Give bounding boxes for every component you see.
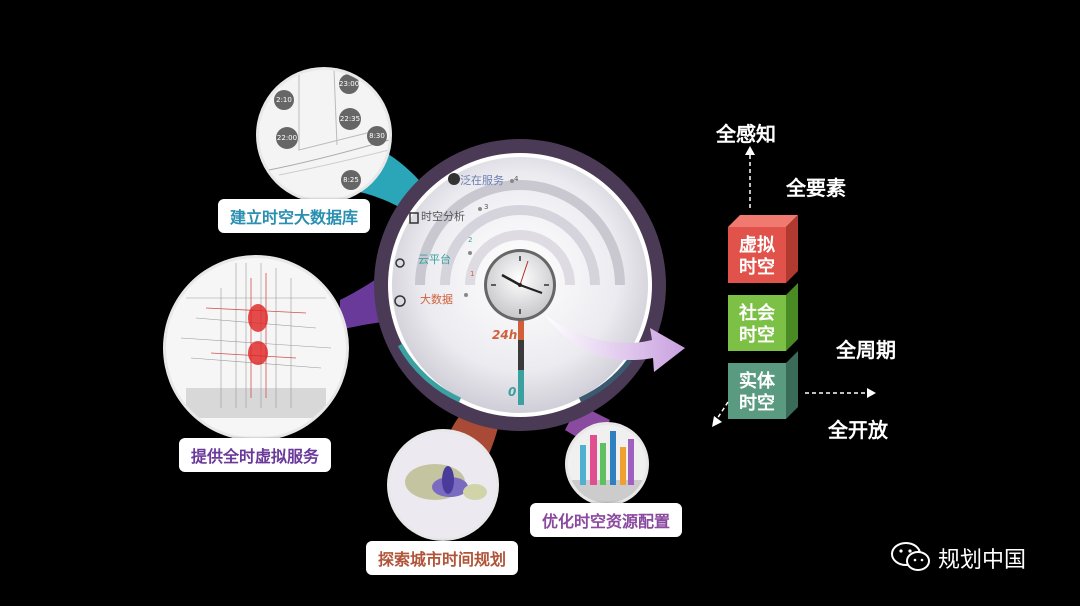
- label-build-database: 建立时空大数据库: [218, 199, 371, 233]
- cube-virtual-line1: 虚拟: [739, 235, 775, 256]
- label-city-time-planning: 探索城市时间规划: [366, 541, 519, 575]
- cube-physical-line1: 实体: [739, 371, 775, 392]
- label-full-perception: 全感知: [716, 122, 776, 146]
- circle-virtual-service-image: [166, 258, 346, 438]
- cube-social-line2: 时空: [739, 325, 775, 346]
- cube-virtual-line2: 时空: [739, 257, 775, 278]
- cube-social-line1: 社会: [739, 303, 775, 324]
- cube-virtual-spacetime: 虚拟 时空: [728, 235, 786, 279]
- map-pin: 23:00: [339, 74, 359, 94]
- cube-physical-line2: 时空: [739, 393, 775, 414]
- label-full-elements: 全要素: [786, 176, 846, 200]
- circle-city-time-image: [390, 432, 496, 538]
- wechat-icon: [891, 542, 930, 571]
- axis-arrows: [712, 146, 876, 427]
- central-hub: [374, 139, 666, 431]
- spacetime-cube-stack: [728, 215, 798, 419]
- label-virtual-service: 提供全时虚拟服务: [179, 438, 332, 472]
- map-pin: 22:35: [339, 108, 361, 130]
- arrow-to-cube: [545, 315, 685, 372]
- map-pin: 8:30: [367, 126, 387, 146]
- watermark-text: 规划中国: [938, 548, 1027, 573]
- label-full-openness: 全开放: [828, 418, 888, 442]
- cube-physical-spacetime: 实体 时空: [728, 371, 786, 415]
- ring-label-bigdata: 大数据: [420, 293, 453, 306]
- ring-label-analysis: 时空分析: [421, 210, 465, 223]
- ring-num-1: 1: [470, 270, 475, 278]
- ring-label-ubiquitous: 泛在服务: [460, 174, 504, 187]
- ring-num-4: 4: [514, 175, 519, 183]
- axis-bottom-label: 0: [508, 385, 517, 399]
- label-resource-config: 优化时空资源配置: [530, 503, 683, 537]
- circle-resource-image: [568, 425, 646, 503]
- ring-label-cloud: 云平台: [418, 253, 451, 266]
- map-pin: 8:25: [341, 170, 361, 190]
- ring-num-2: 2: [468, 236, 473, 244]
- label-full-cycle: 全周期: [836, 338, 896, 362]
- cube-social-spacetime: 社会 时空: [728, 303, 786, 347]
- map-pin: 2:10: [274, 90, 294, 110]
- axis-top-label: 24h: [492, 328, 518, 342]
- map-pin: 22:00: [276, 127, 298, 149]
- ring-num-3: 3: [484, 203, 489, 211]
- circle-map-image: 2:10 23:00 22:00 22:35 8:30 8:25: [259, 70, 389, 200]
